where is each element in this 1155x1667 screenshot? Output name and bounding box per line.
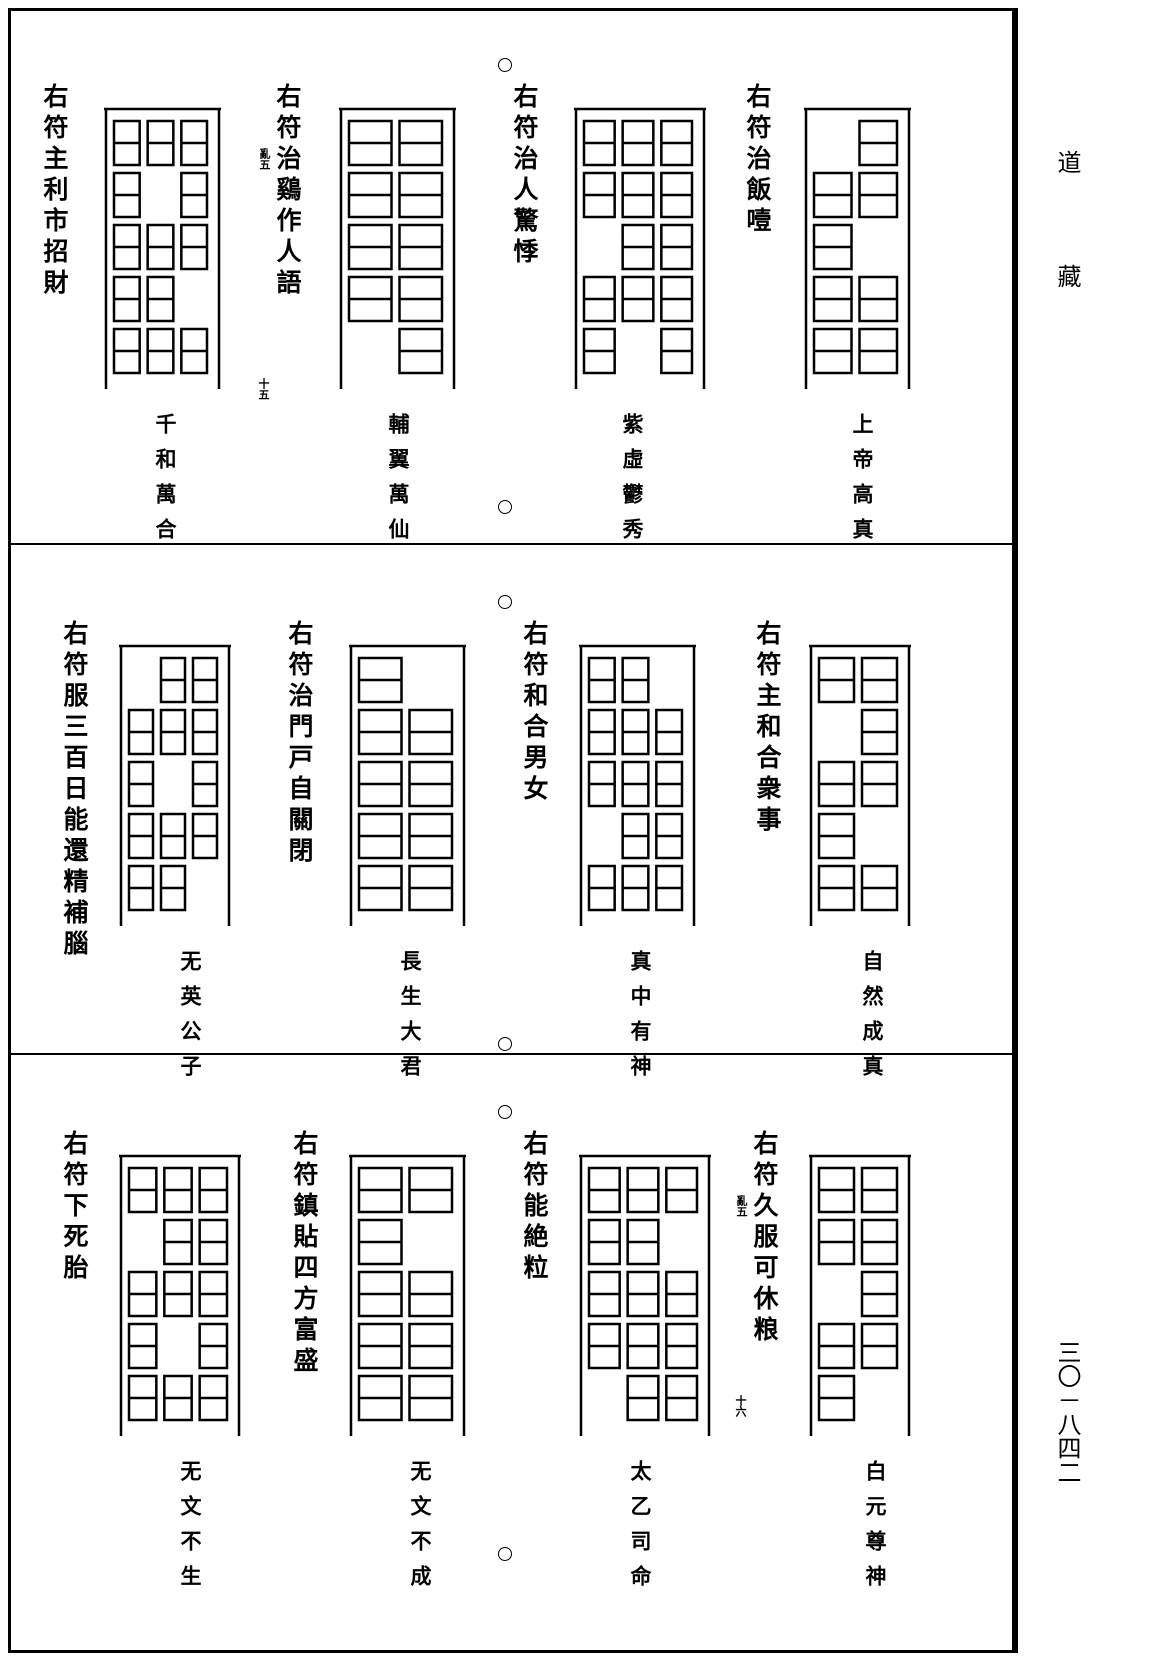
talisman-glyph [574,107,706,389]
talisman-caption: 右符主和合衆事 [753,620,782,837]
deity-name: 長生大君 [398,950,423,1090]
deity-name: 无文不生 [178,1460,203,1600]
talisman-caption: 右符治鷄作人語 [273,83,302,300]
talisman-caption: 右符治人驚悸 [510,83,539,269]
talisman-glyph [339,107,456,389]
band-divider [11,1053,1015,1055]
band-divider [11,543,1015,545]
deity-name: 太乙司命 [628,1460,653,1600]
deity-name: 上帝高真 [850,413,875,553]
talisman-glyph [104,107,221,389]
circle-mark [498,1547,512,1561]
deity-name: 千和萬合 [153,413,178,553]
talisman-caption: 右符和合男女 [520,620,549,806]
deity-name: 紫虛鬱秀 [620,413,645,553]
talisman-caption: 右符治飯噎 [743,83,772,238]
talisman-glyph [579,644,696,926]
circle-mark [498,1105,512,1119]
deity-name: 自然成真 [860,950,885,1090]
annotation-note: 亂五 [258,148,271,170]
deity-name: 白元尊神 [863,1460,888,1600]
circle-mark [498,500,512,514]
talisman-caption: 右符主利市招財 [40,83,69,300]
circle-mark [498,595,512,609]
page-border [8,8,1018,1653]
talisman-glyph [349,644,466,926]
talisman-caption: 右符能絶粒 [520,1130,549,1285]
talisman-caption: 右符下死胎 [60,1130,89,1285]
folio-number: 十五 [257,378,270,400]
talisman-caption: 右符久服可休粮 [750,1130,779,1347]
talisman-glyph [119,644,231,926]
talisman-glyph [119,1154,241,1436]
circle-mark [498,1037,512,1051]
margin-title: 道藏 [1053,150,1081,378]
folio-number: 十六 [734,1395,747,1417]
talisman-glyph [579,1154,711,1436]
talisman-caption: 右符服三百日能還精補腦 [60,620,89,961]
deity-name: 輔翼萬仙 [386,413,411,553]
talisman-caption: 右符鎮貼四方富盛 [290,1130,319,1378]
talisman-glyph [809,1154,911,1436]
annotation-note: 亂五 [735,1195,748,1217]
deity-name: 无文不成 [408,1460,433,1600]
talisman-glyph [349,1154,466,1436]
talisman-glyph [804,107,911,389]
deity-name: 无英公子 [178,950,203,1090]
talisman-glyph [809,644,911,926]
margin-page-number: 三〇－八四二 [1053,1340,1081,1484]
talisman-caption: 右符治門戸自關閉 [285,620,314,868]
circle-mark [498,58,512,72]
deity-name: 真中有神 [628,950,653,1090]
